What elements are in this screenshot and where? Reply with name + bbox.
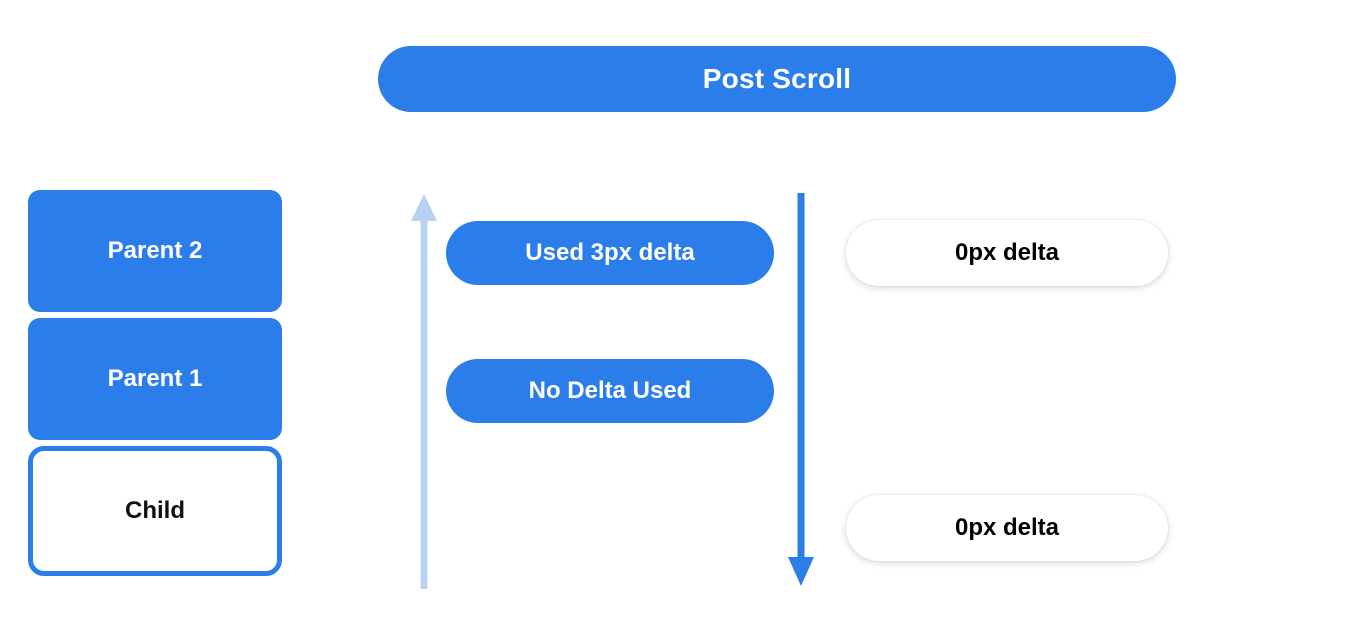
post-scroll-banner: Post Scroll (378, 46, 1176, 112)
delta-pill-label: 0px delta (954, 514, 1060, 541)
delta-pill-zero-top[interactable]: 0px delta (846, 220, 1168, 286)
delta-pill-used-3px[interactable]: Used 3px delta (446, 221, 774, 285)
element-stack: Parent 2 Parent 1 Child (28, 190, 282, 576)
delta-pill-no-delta-used[interactable]: No Delta Used (446, 359, 774, 423)
stack-box-label: Child (125, 497, 185, 524)
delta-pill-label: Used 3px delta (525, 239, 695, 266)
stack-box-child[interactable]: Child (28, 446, 282, 576)
banner-title: Post Scroll (702, 63, 852, 94)
delta-pill-label: No Delta Used (528, 377, 692, 404)
stack-box-label: Parent 2 (107, 237, 203, 264)
scroll-up-arrow (408, 193, 440, 589)
delta-pill-zero-bottom[interactable]: 0px delta (846, 495, 1168, 561)
delta-pill-label: 0px delta (954, 239, 1060, 266)
stack-box-parent-2[interactable]: Parent 2 (28, 190, 282, 312)
stack-box-parent-1[interactable]: Parent 1 (28, 318, 282, 440)
stack-box-label: Parent 1 (107, 365, 203, 392)
scroll-down-arrow (785, 193, 817, 587)
